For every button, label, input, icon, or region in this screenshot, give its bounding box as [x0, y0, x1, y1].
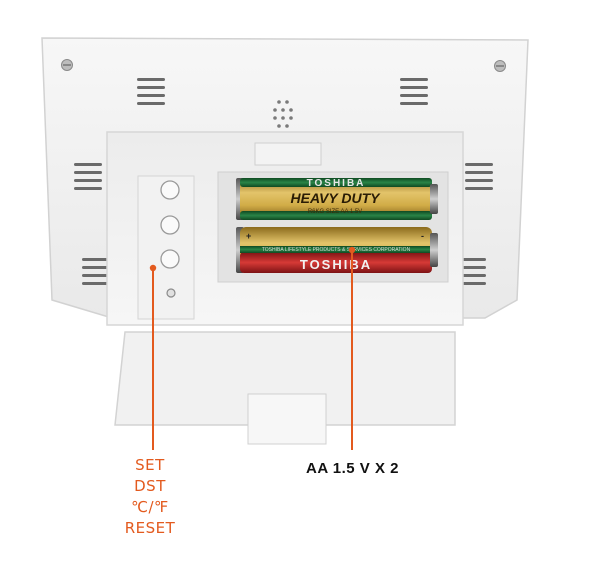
dst-button — [160, 215, 180, 235]
vent-mid-right — [465, 163, 493, 190]
battery-top-code: R6KG SIZE AA 1.5V — [308, 209, 362, 215]
battery-spec-label: AA 1.5 V X 2 — [306, 460, 399, 477]
battery-bottom-fineprint: TOSHIBA LIFESTYLE PRODUCTS & SERVICES CO… — [262, 247, 411, 253]
temp-unit-label: ℃/℉ — [131, 498, 169, 516]
battery-lid — [114, 331, 456, 426]
svg-text:+: + — [246, 231, 251, 241]
vent-low-right — [460, 258, 486, 285]
reset-label: RESET — [124, 519, 176, 537]
set-button — [160, 180, 180, 200]
vent-low-left — [82, 258, 108, 285]
battery-callout-dot — [348, 246, 356, 254]
battery-top: TOSHIBA HEAVY DUTY R6KG SIZE AA 1.5V — [236, 178, 438, 220]
vent-top-left — [137, 78, 165, 105]
battery-top-brand: TOSHIBA — [307, 178, 366, 189]
speaker-grille — [273, 100, 293, 128]
button-panel — [137, 175, 195, 320]
reset-button — [166, 288, 176, 298]
screw-left — [61, 59, 73, 71]
svg-text:-: - — [421, 231, 424, 241]
vent-mid-left — [74, 163, 102, 190]
battery-bottom-brand: TOSHIBA — [300, 257, 372, 272]
lid-tab — [247, 393, 327, 445]
temp-unit-button — [160, 249, 180, 269]
battery-bottom: + - TOSHIBA LIFESTYLE PRODUCTS & SERVICE… — [236, 227, 438, 273]
vent-top-right — [400, 78, 428, 105]
dst-label: DST — [134, 477, 166, 495]
compartment-tab — [254, 142, 322, 166]
screw-right — [494, 60, 506, 72]
buttons-callout-dot — [149, 264, 157, 272]
battery-top-type: HEAVY DUTY — [291, 190, 382, 206]
set-label: SET — [135, 456, 165, 474]
